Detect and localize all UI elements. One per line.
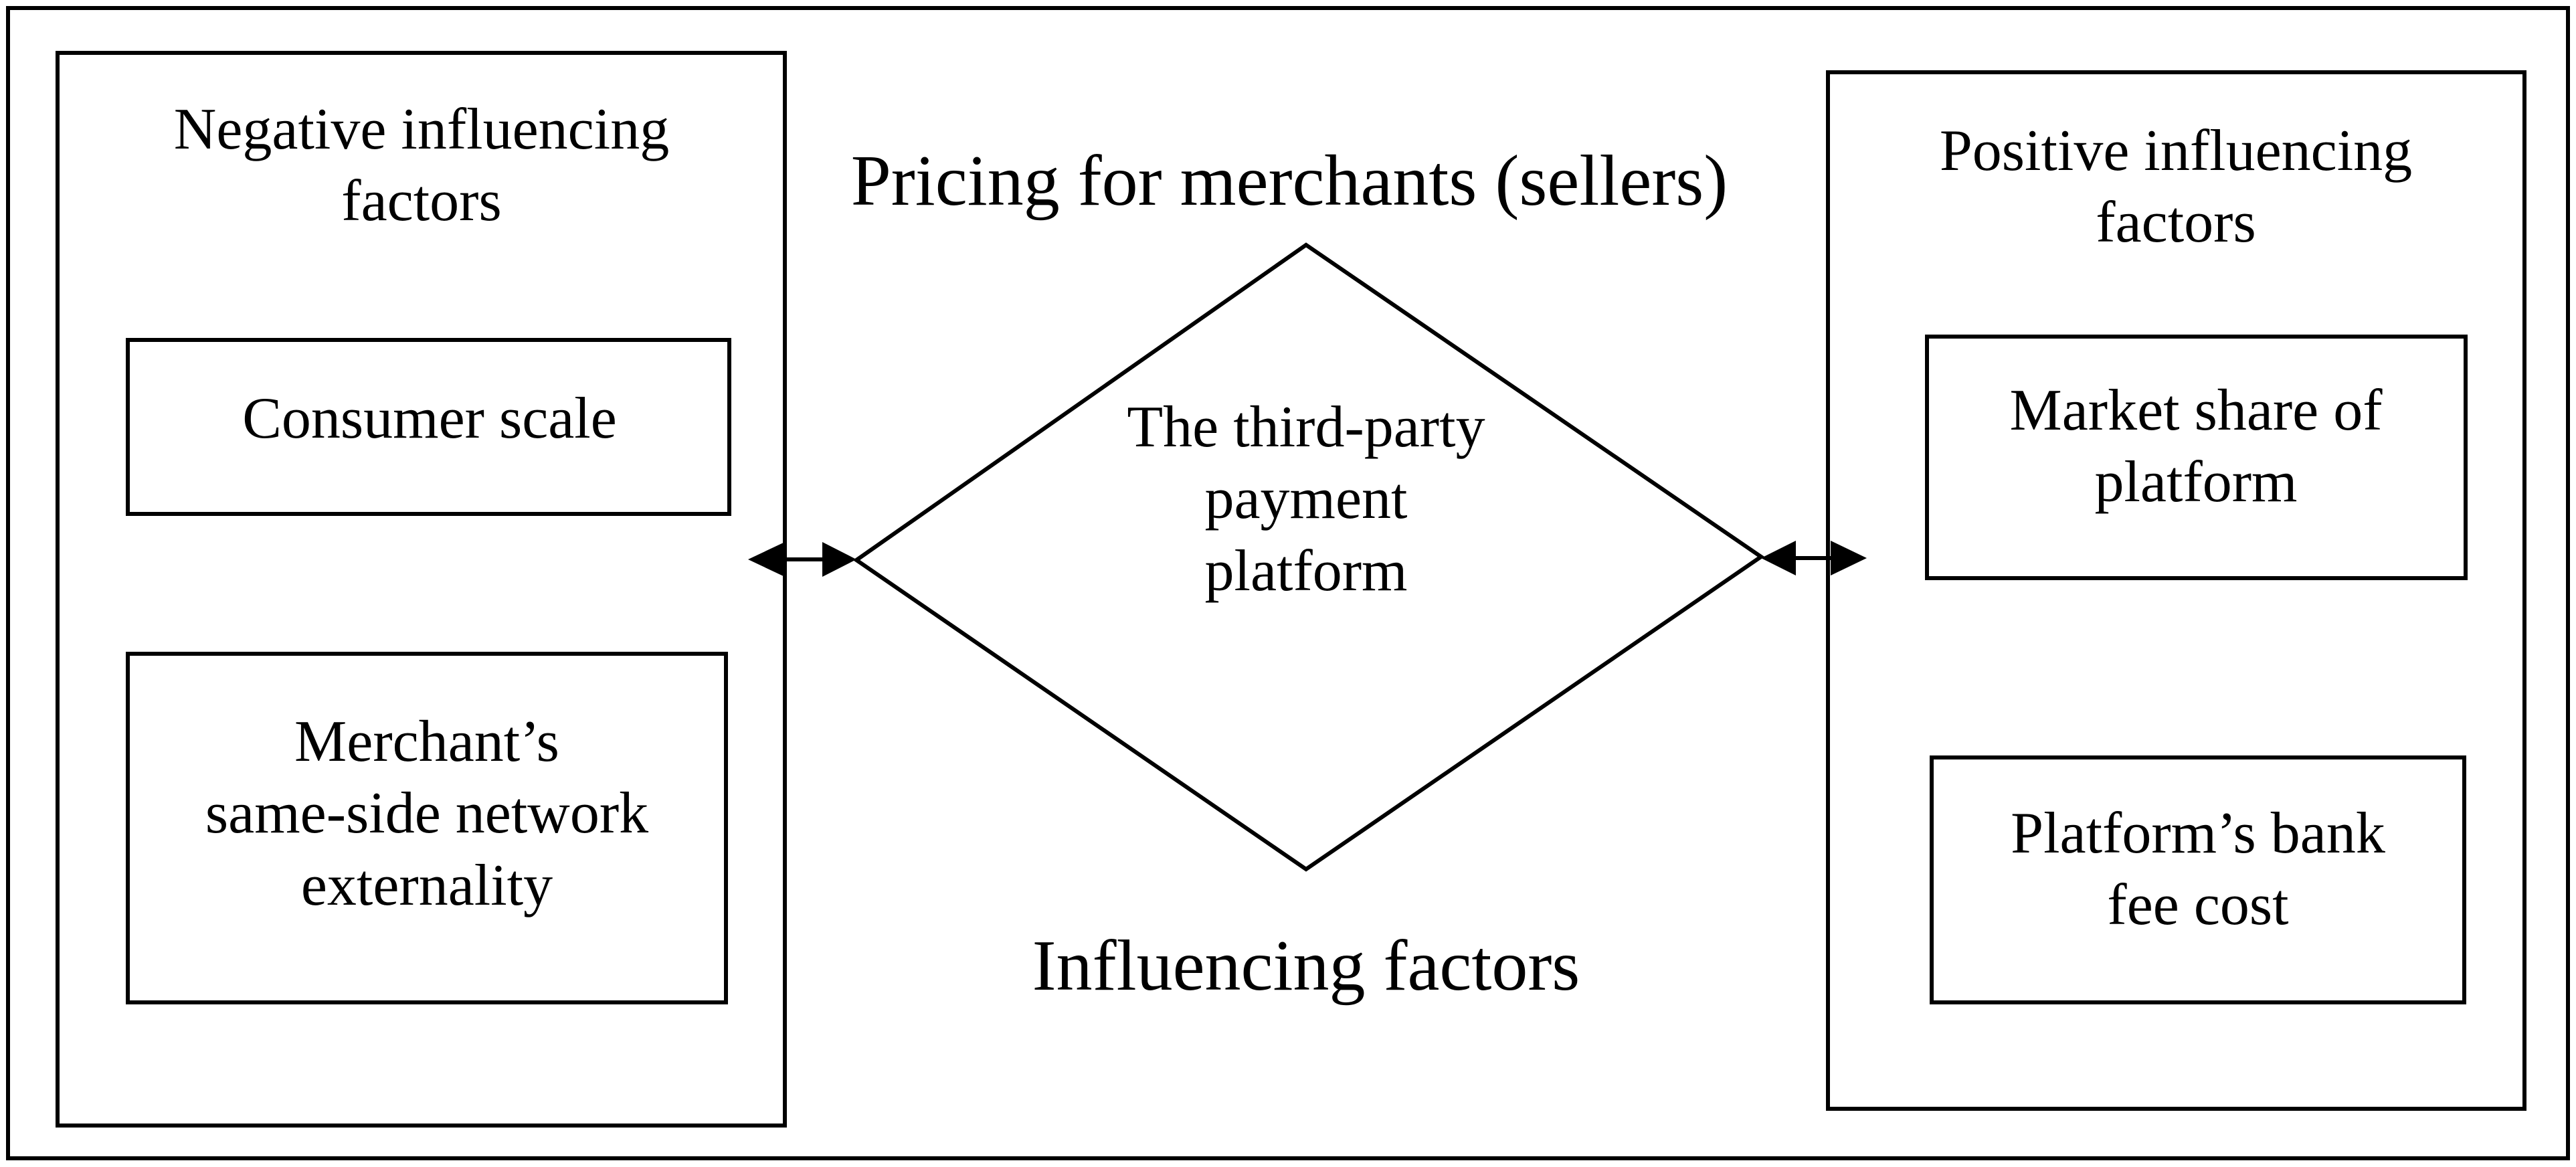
merchant-externality-box [126, 652, 728, 1004]
arrowhead-right [822, 542, 856, 577]
negative-factors-box [56, 51, 787, 1128]
heading-line: factors [341, 169, 502, 234]
merchant-externality-label: Merchant’s same-side network externality [205, 706, 648, 921]
consumer-scale-label: Consumer scale [242, 383, 617, 454]
item-line: Market share of [2009, 378, 2383, 443]
bank-fee-label: Platform’s bank fee cost [2011, 798, 2385, 941]
center-line: The third-party [1127, 395, 1485, 460]
center-line: payment [1204, 466, 1408, 532]
item-line: Merchant’s [294, 709, 559, 774]
item-line: Platform’s bank [2011, 801, 2385, 866]
diagram-subtitle: Influencing factors [1032, 926, 1580, 1006]
diagram-title: Pricing for merchants (sellers) [850, 141, 1728, 221]
heading-line: Negative influencing [173, 97, 670, 162]
item-line: platform [2094, 450, 2298, 515]
center-label: The third-party payment platform [1127, 391, 1485, 607]
positive-factors-box [1826, 70, 2526, 1111]
right-double-arrow [1761, 541, 1867, 575]
negative-heading: Negative influencing factors [174, 94, 669, 238]
positive-heading: Positive influencing factors [1940, 115, 2412, 259]
heading-line: Positive influencing [1939, 118, 2413, 183]
item-line: same-side network [205, 781, 649, 846]
outer-border [6, 6, 2570, 1160]
item-line: Consumer scale [242, 386, 617, 451]
bank-fee-box [1930, 755, 2466, 1004]
heading-line: factors [2096, 190, 2256, 256]
market-share-box [1925, 335, 2468, 580]
item-line: externality [300, 852, 553, 918]
arrowhead-left [1761, 541, 1796, 575]
platform-diamond [852, 242, 1765, 872]
consumer-scale-box [126, 338, 731, 516]
market-share-label: Market share of platform [2009, 375, 2382, 519]
item-line: fee cost [2107, 873, 2289, 938]
left-double-arrow [748, 542, 856, 577]
arrowhead-right [1831, 541, 1867, 575]
arrowhead-left [748, 542, 785, 577]
center-line: platform [1204, 538, 1408, 604]
